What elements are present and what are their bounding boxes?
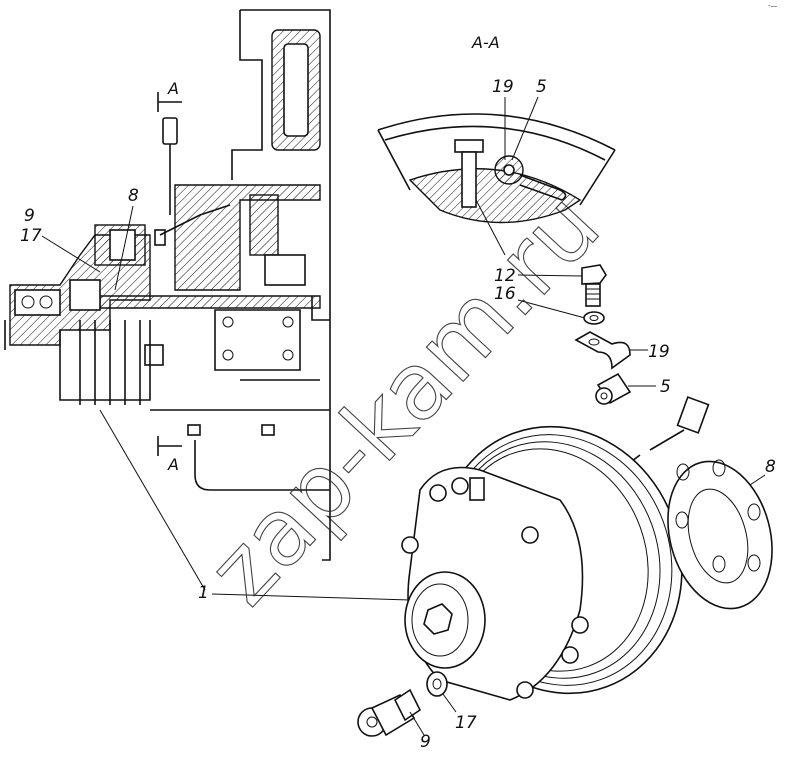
part-8-gasket: 8 [667, 457, 776, 610]
part-19-clamp: 19 [574, 331, 670, 370]
callout-label: 5 [536, 77, 547, 97]
part-9-screw: 9 [357, 688, 431, 752]
section-aa: A-A 19 5 [377, 33, 616, 256]
clutch-section-left [4, 117, 231, 405]
callout-label: 5 [660, 377, 671, 397]
part-16-washer: 16 [494, 284, 605, 325]
callout-label: 17 [20, 226, 42, 246]
section-mark-bottom: A [157, 436, 182, 474]
fan-clutch-body [401, 425, 683, 701]
section-mark-top: A [157, 79, 182, 112]
corner-mark: -— [768, 2, 778, 10]
callout-label: 8 [765, 457, 776, 477]
callout-label: 1 [198, 583, 209, 603]
callout-label: 19 [492, 77, 514, 97]
callout-label: 9 [24, 206, 35, 226]
callout-label: 8 [128, 186, 139, 206]
callout-label: 9 [420, 732, 431, 752]
part-5-bushing: 5 [595, 372, 671, 405]
callout-label: 16 [494, 284, 516, 304]
part-12-bolt: 12 [494, 264, 607, 307]
section-mark-label: A [167, 455, 179, 474]
callout-label: 17 [455, 713, 477, 733]
callout-17-left: 17 [20, 226, 101, 273]
callout-label: 12 [494, 266, 516, 286]
section-title: A-A [471, 33, 500, 52]
engine-housing-section [99, 9, 331, 561]
part-17-washer: 17 [426, 671, 477, 733]
callout-label: 19 [648, 342, 670, 362]
callout-8-left: 8 [114, 186, 139, 291]
callout-9-left: 9 [24, 206, 35, 226]
section-mark-label: A [167, 79, 179, 98]
callout-1: 1 [99, 409, 411, 603]
